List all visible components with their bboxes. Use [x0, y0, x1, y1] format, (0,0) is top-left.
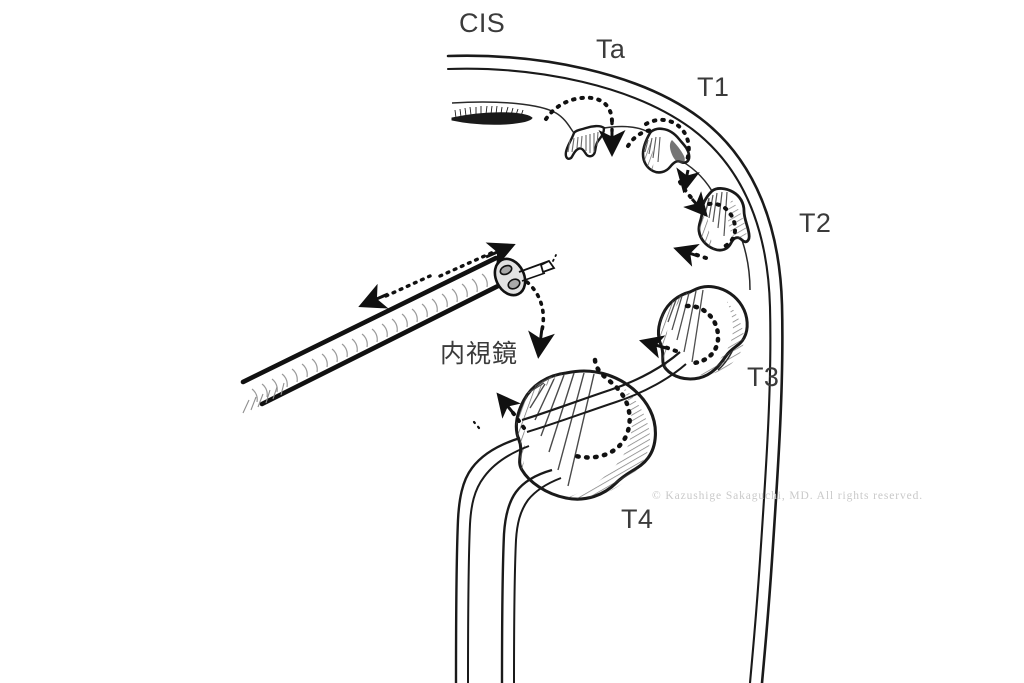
endoscope-motion-arrows — [358, 242, 557, 359]
lower-duct — [454, 436, 562, 683]
ta-lesion — [564, 124, 606, 160]
esophageal-wall-outer — [446, 54, 784, 683]
t4-tumor — [514, 369, 657, 501]
t3-tumor — [657, 285, 749, 381]
t1-tumor — [641, 127, 691, 174]
cis-lesion — [451, 105, 533, 125]
label-cis: CIS — [459, 8, 506, 38]
label-t4: T4 — [621, 504, 654, 534]
label-t2: T2 — [799, 208, 832, 238]
endoscope — [240, 255, 556, 414]
motion-arrows — [472, 95, 738, 460]
copyright-notice: © Kazushige Sakaguchi, MD. All rights re… — [652, 490, 924, 502]
label-t3: T3 — [747, 362, 780, 392]
t2-tumor — [697, 187, 751, 252]
label-ta: Ta — [596, 34, 626, 64]
label-t1: T1 — [697, 72, 730, 102]
connecting-duct-t3-t4 — [521, 351, 687, 433]
label-endoscope: 内視鏡 — [440, 339, 519, 368]
